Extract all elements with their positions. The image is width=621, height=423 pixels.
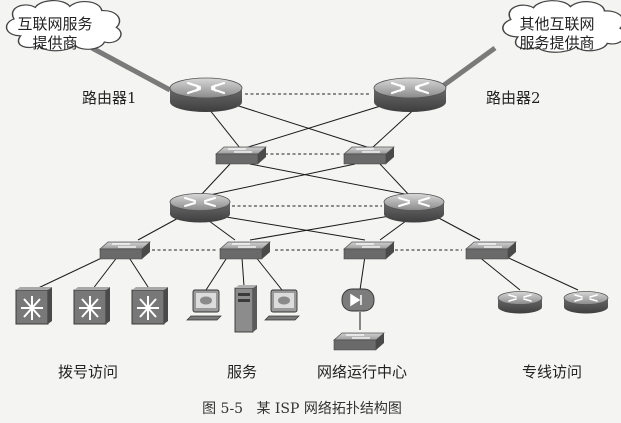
cloud-right-line2: 服务提供商: [519, 34, 594, 52]
workstation-1-icon: [186, 289, 222, 321]
link-as4-r1: [477, 255, 521, 291]
dist-router-2-icon: [383, 192, 445, 224]
dialup-server-2-icon: [73, 286, 111, 325]
link-r1-sw2: [219, 99, 371, 149]
link-as1-dial1: [33, 253, 111, 291]
router-2-icon: [372, 76, 448, 114]
access-switch-leased-icon: [465, 241, 517, 260]
router-1-icon: [168, 76, 244, 114]
dialup-server-3-icon: [131, 286, 169, 325]
cloud-left-line2: 提供商: [32, 34, 77, 52]
figure-caption: 图 5-5 某 ISP 网络拓扑结构图: [202, 401, 402, 417]
core-switch-1-icon: [215, 146, 267, 165]
link-as2-pc1: [205, 255, 229, 291]
group-label-service: 服务: [227, 363, 257, 381]
dist-router-1-icon: [169, 192, 231, 224]
leased-router-2-icon: [563, 290, 609, 315]
link-as1-dial2: [91, 255, 119, 291]
noc-switch-icon: [333, 332, 385, 351]
access-switch-service-icon: [219, 241, 271, 260]
link-as4-r2: [499, 253, 579, 291]
leased-router-1-icon: [497, 290, 543, 315]
link-as2-pc2: [254, 255, 283, 291]
link-sw1-d1: [199, 163, 231, 197]
link-d2-as2: [249, 215, 391, 241]
core-switch-2-icon: [343, 146, 395, 165]
server-tower-icon: [234, 284, 258, 333]
cloud-right-line1: 其他互联网: [519, 15, 594, 33]
link-as1-dial3: [127, 255, 151, 291]
link-sw1-d2: [249, 163, 416, 197]
noc-device-icon: [341, 288, 375, 312]
access-switch-noc-icon: [343, 241, 395, 260]
link-sw2-d1: [204, 163, 356, 197]
access-switch-dialup-icon: [99, 241, 151, 260]
router-2-label: 路由器2: [486, 89, 541, 107]
link-r2-sw1: [244, 99, 401, 149]
uplink-right: [438, 45, 497, 91]
router-1-label: 路由器1: [82, 89, 137, 107]
link-d2-as4: [434, 215, 481, 241]
link-d1-as1: [137, 215, 183, 241]
workstation-2-icon: [264, 289, 300, 321]
link-as2-tower: [241, 257, 245, 287]
group-label-noc: 网络运行中心: [317, 363, 407, 381]
uplink-left: [90, 45, 172, 93]
dashed-links: [152, 93, 462, 251]
group-label-dialup: 拨号访问: [58, 363, 118, 381]
link-as3-noc: [359, 255, 366, 291]
link-sw2-d2: [379, 163, 411, 197]
group-label-leased: 专线访问: [522, 363, 582, 381]
cloud-left-line1: 互联网服务: [17, 15, 92, 33]
link-d1-as3: [219, 215, 366, 241]
dialup-server-1-icon: [15, 286, 53, 325]
